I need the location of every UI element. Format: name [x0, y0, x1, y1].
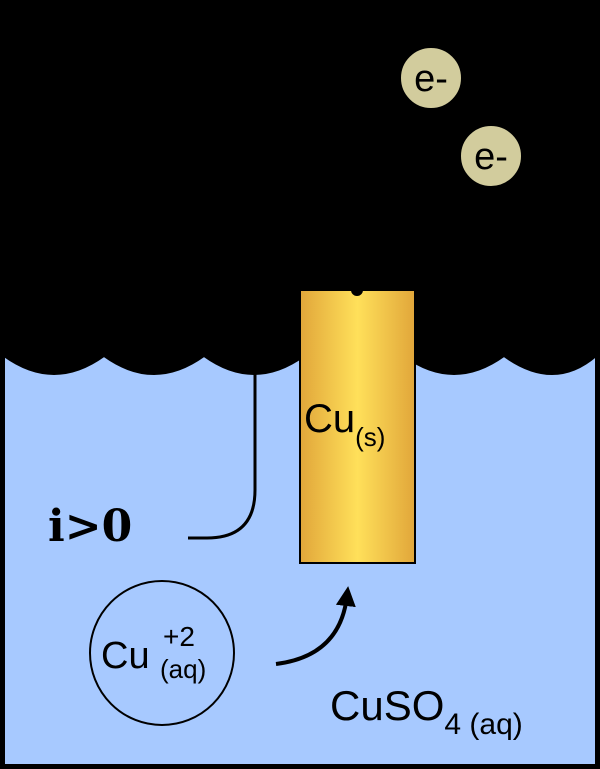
current-path	[188, 372, 257, 540]
electrode-notch	[351, 290, 363, 296]
ion-label: Cu	[101, 635, 150, 677]
copper-ion: Cu +2 (aq)	[89, 580, 235, 726]
solution-label: CuSO4 (aq)	[330, 682, 523, 741]
ion-state: (aq)	[160, 654, 206, 684]
electrode-bar	[299, 289, 416, 564]
copper-electrode: Cu(s)	[299, 289, 416, 564]
electron-circle	[399, 46, 463, 110]
deposition-arrow	[275, 586, 356, 666]
electron-1: e-	[399, 46, 463, 110]
electrode-state: (s)	[355, 422, 385, 452]
electron-circle	[459, 124, 523, 188]
electrode-label: Cu(s)	[304, 397, 385, 452]
ion-symbol: Cu	[101, 635, 150, 677]
electrode-symbol: Cu	[304, 397, 355, 441]
electron-label: e-	[414, 58, 448, 100]
solution-subscript: 4 (aq)	[444, 708, 522, 741]
ion-circle	[89, 580, 235, 726]
solution-formula: CuSO	[330, 682, 444, 729]
ion-charge: +2	[163, 621, 195, 652]
electron-label: e-	[474, 136, 508, 178]
current-label: i>0	[48, 501, 132, 552]
electron-2: e-	[459, 124, 523, 188]
